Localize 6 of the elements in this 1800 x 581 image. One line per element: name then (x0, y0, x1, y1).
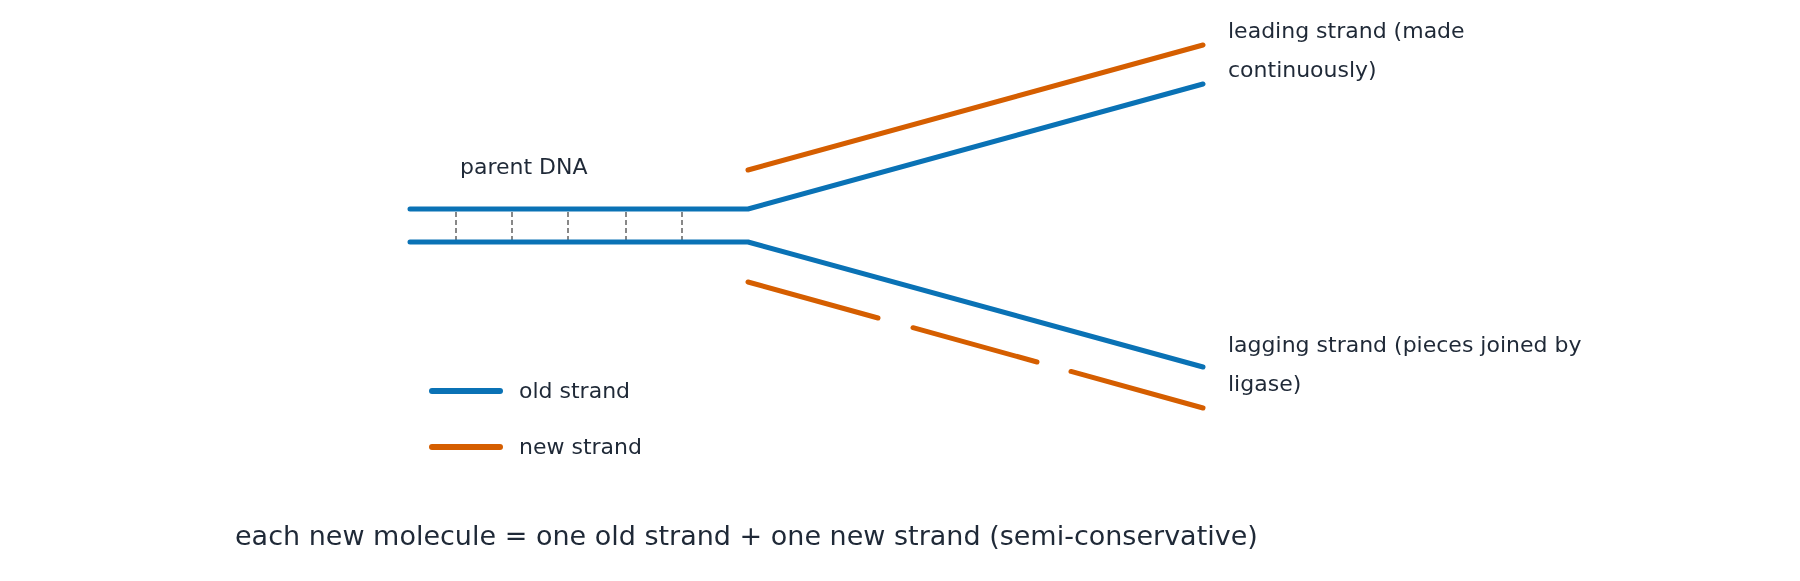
strand-label: leading strand (made continuously) (1228, 17, 1466, 84)
strand-label: lagging strand (pieces joined by ligase) (1228, 331, 1583, 398)
caption: each new molecule = one old strand + one new strand (semi-conservative) (235, 519, 1258, 553)
strand-label: parent DNA (460, 153, 589, 181)
legend-label: old strand (519, 377, 631, 405)
legend-label: new strand (519, 433, 642, 461)
